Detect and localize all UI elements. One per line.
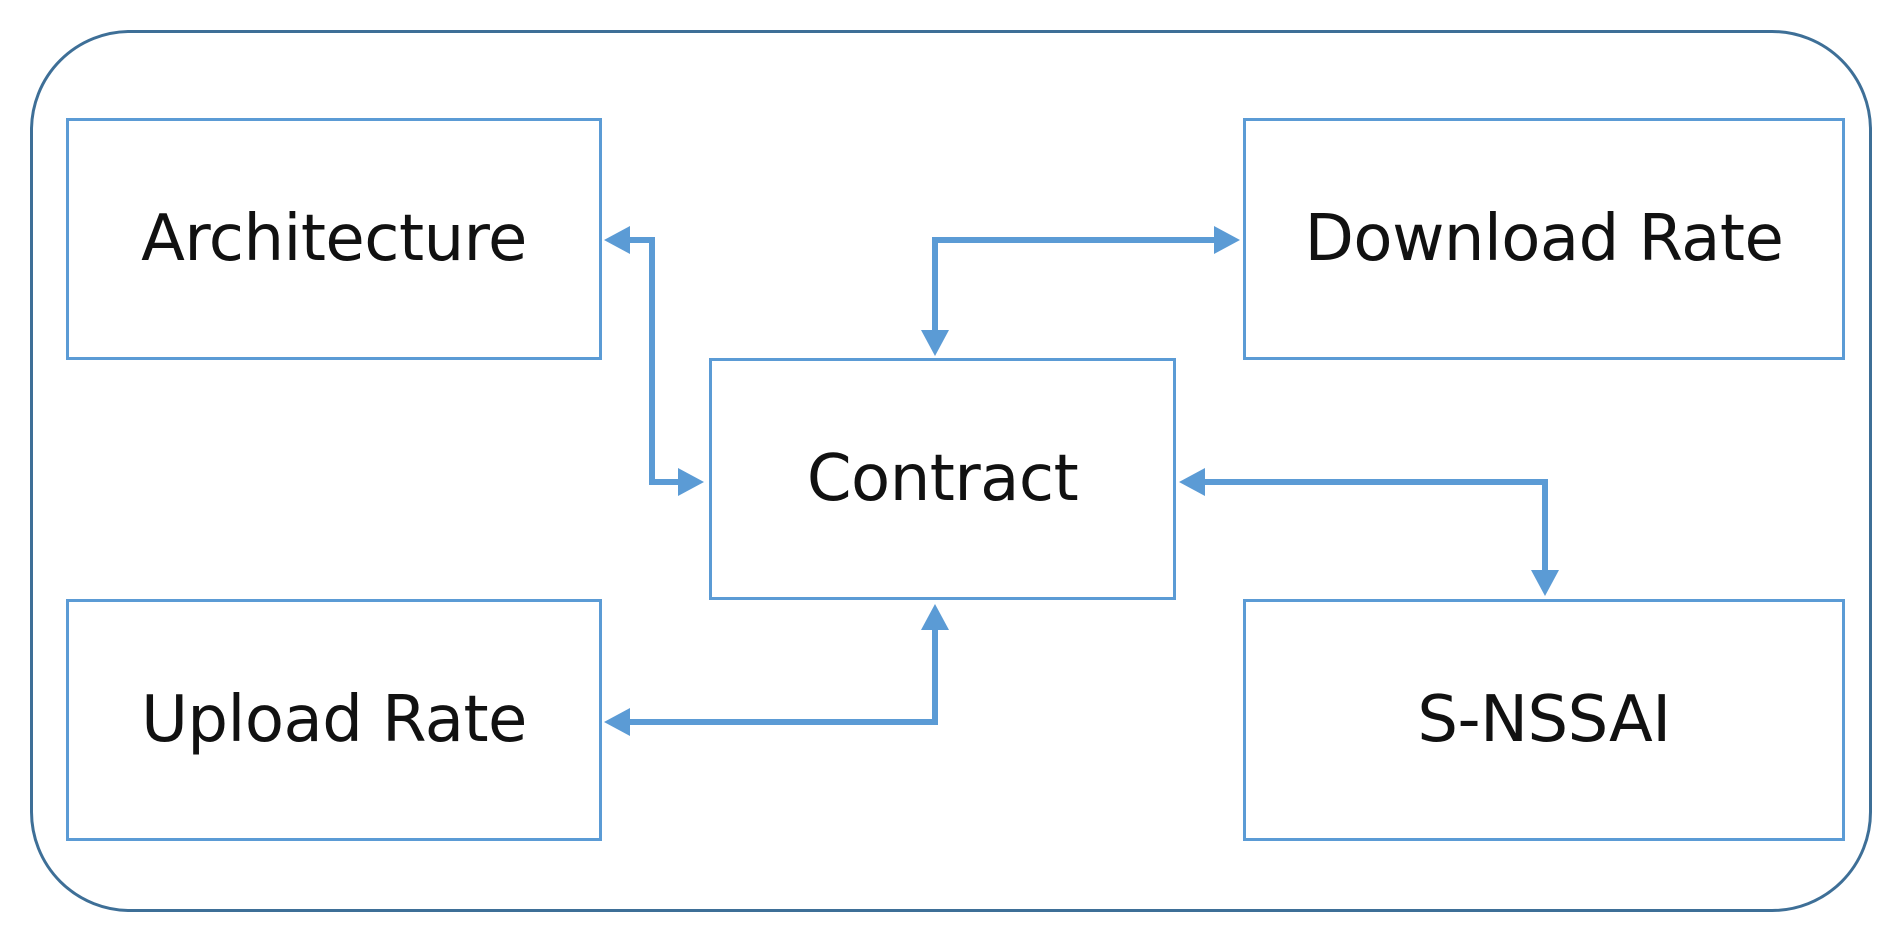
upload-rate-box: Upload Rate [66,599,602,841]
s-nssai-box: S-NSSAI [1243,599,1845,841]
edge-contract-architecture [604,226,704,496]
arrowhead-contract-right [1179,468,1205,496]
architecture-label: Architecture [141,202,527,276]
arrowhead-contract-left [678,468,704,496]
contract-label: Contract [806,442,1079,516]
arrowhead-contract-top [921,330,949,356]
architecture-box: Architecture [66,118,602,360]
arrowhead-upload-rate [604,708,630,736]
s-nssai-label: S-NSSAI [1417,683,1671,757]
edge-contract-download-rate [921,226,1240,356]
arrowhead-contract-bottom [921,604,949,630]
edge-contract-upload-rate [604,604,949,736]
upload-rate-label: Upload Rate [141,683,527,757]
contract-box: Contract [709,358,1176,600]
download-rate-label: Download Rate [1304,202,1784,276]
arrowhead-architecture [604,226,630,254]
arrowhead-s-nssai [1531,570,1559,596]
download-rate-box: Download Rate [1243,118,1845,360]
arrowhead-download-rate [1214,226,1240,254]
edge-contract-s-nssai [1179,468,1559,596]
